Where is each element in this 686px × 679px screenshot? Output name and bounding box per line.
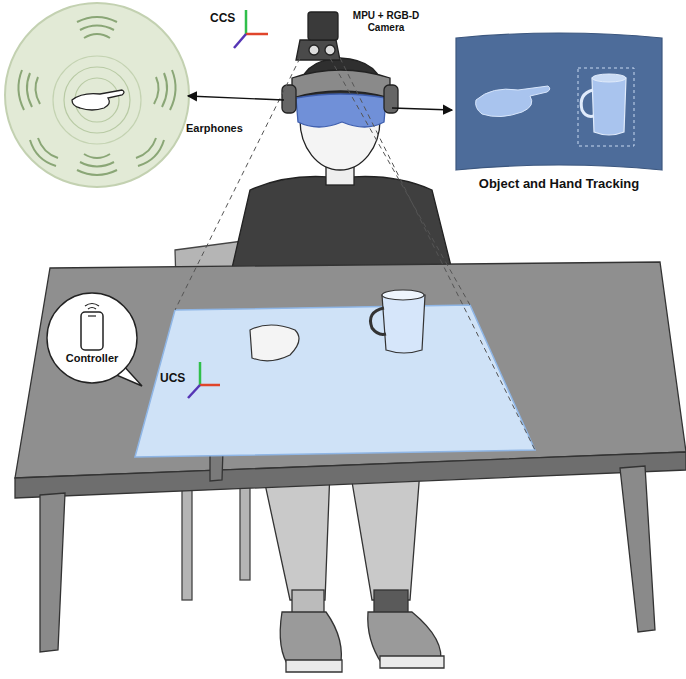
- person-legs: [262, 470, 444, 672]
- node-outline: [452, 28, 666, 196]
- component-label: Earphones: [186, 122, 243, 135]
- hand-and-mug: [250, 290, 425, 361]
- person-head: [282, 12, 398, 185]
- ccs-axes: [234, 10, 268, 48]
- spatial-audio-circle: [5, 3, 189, 187]
- coordinate-system-label: CCS: [210, 12, 235, 26]
- tracked-hand: [476, 86, 550, 117]
- display-panel: [456, 33, 662, 170]
- ucs-axes: [188, 362, 220, 398]
- device-label: MPU + RGB-D Camera: [340, 10, 432, 33]
- tracked-mug: [578, 68, 634, 146]
- controller-callout: Controller: [44, 290, 140, 386]
- node-label: Controller: [44, 352, 140, 364]
- tracking-panel: Object and Hand Tracking: [452, 28, 666, 196]
- table: [15, 262, 686, 652]
- coordinate-system-label: UCS: [160, 372, 185, 386]
- callout-circle: [47, 293, 137, 383]
- phone-icon: [81, 304, 103, 351]
- pointer-arrows: [188, 96, 452, 110]
- node-label: Object and Hand Tracking: [452, 176, 666, 191]
- tracking-area: [135, 305, 535, 457]
- node-outline: [44, 290, 140, 386]
